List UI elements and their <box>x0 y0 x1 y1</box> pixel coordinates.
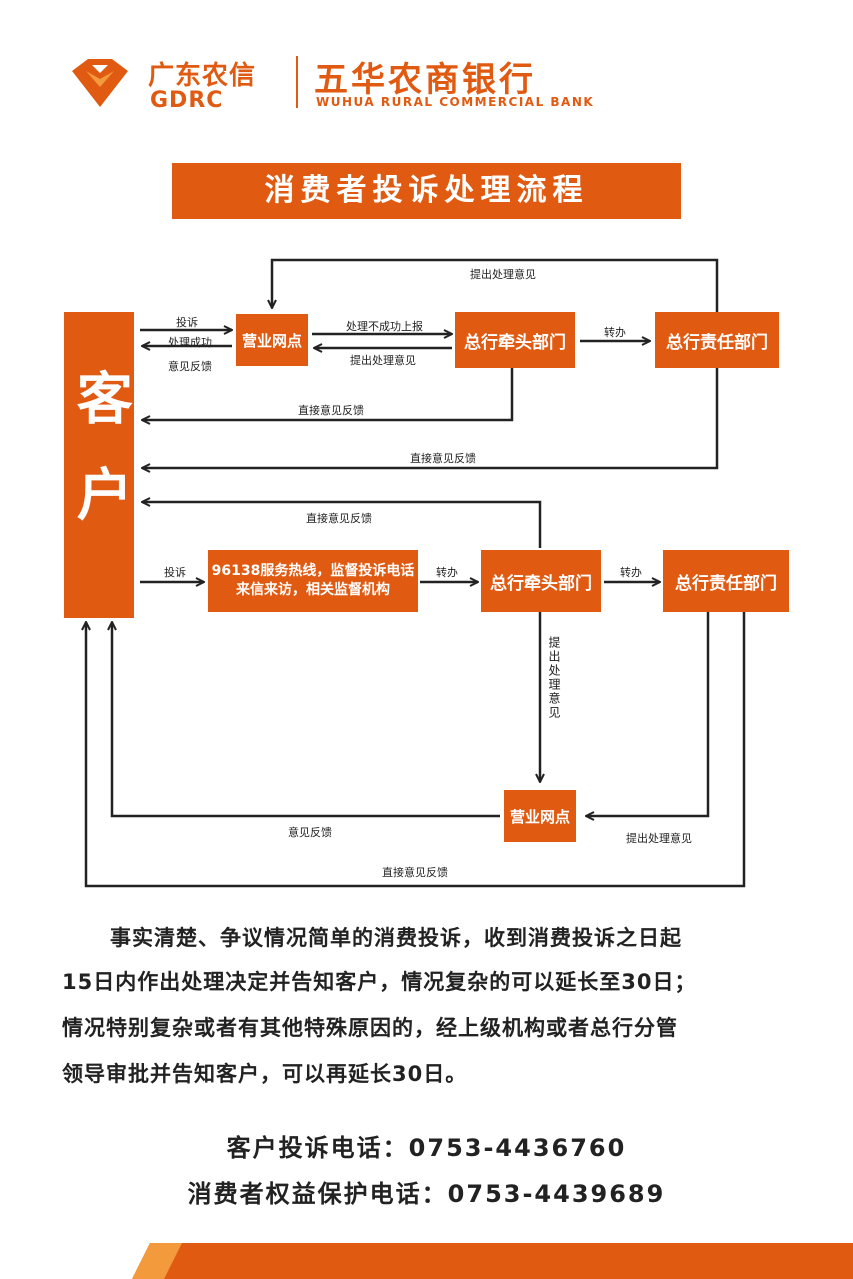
footer-band <box>132 1243 853 1279</box>
title-banner: 消费者投诉处理流程 <box>172 163 681 219</box>
upper-resp-dept-box: 总行责任部门 <box>655 312 779 368</box>
gdrc-logo-icon <box>72 59 128 107</box>
label-direct-feedback-resp: 直接意见反馈 <box>410 452 476 465</box>
complaint-phone: 客户投诉电话：0753-4436760 <box>226 1134 627 1162</box>
label-feedback-lower: 意见反馈 <box>288 826 332 839</box>
customer-label: 客户 <box>67 369 133 561</box>
bank-name-cn: 五华农商银行 <box>314 60 536 100</box>
policy-line-4: 领导审批并告知客户，可以再延长30日。 <box>62 1062 468 1086</box>
label-handled-ok: 处理成功 <box>168 336 212 349</box>
channels-line1: 96138服务热线，监督投诉电话 <box>211 563 415 580</box>
channels-box: 96138服务热线，监督投诉电话 来信来访，相关监督机构 <box>208 550 418 612</box>
label-escalate: 处理不成功上报 <box>346 320 423 333</box>
label-opinion-vertical: 提出处理意见 <box>547 636 561 720</box>
policy-line-2: 15日内作出处理决定并告知客户，情况复杂的可以延长至30日； <box>62 970 697 994</box>
channels-line2: 来信来访，相关监督机构 <box>236 582 390 598</box>
label-direct-feedback-lead: 直接意见反馈 <box>298 404 364 417</box>
lower-resp-dept-box: 总行责任部门 <box>663 550 789 612</box>
brand-name-cn: 广东农信 <box>148 61 257 91</box>
lower-lead-dept-box: 总行牵头部门 <box>481 550 601 612</box>
brand-name-en: GDRC <box>150 88 224 113</box>
label-opinion-top: 提出处理意见 <box>470 268 536 281</box>
header-divider <box>296 56 298 108</box>
label-opinion-down: 提出处理意见 <box>350 354 416 367</box>
policy-line-1: 事实清楚、争议情况简单的消费投诉，收到消费投诉之日起 <box>110 926 682 950</box>
label-opinion-right: 提出处理意见 <box>626 832 692 845</box>
bank-name-en: WUHUA RURAL COMMERCIAL BANK <box>316 95 595 109</box>
upper-branch-box: 营业网点 <box>236 314 308 366</box>
label-complaint-upper: 投诉 <box>176 316 198 329</box>
label-transfer-lower-2: 转办 <box>620 566 642 579</box>
label-feedback-upper: 意见反馈 <box>168 360 212 373</box>
label-complaint-lower: 投诉 <box>164 566 186 579</box>
upper-lead-dept-box: 总行牵头部门 <box>455 312 575 368</box>
page-title: 消费者投诉处理流程 <box>264 173 589 208</box>
label-direct-feedback-lower-bottom: 直接意见反馈 <box>382 866 448 879</box>
label-direct-feedback-lower-top: 直接意见反馈 <box>306 512 372 525</box>
label-transfer-lower-1: 转办 <box>436 566 458 579</box>
label-transfer-upper: 转办 <box>604 326 626 339</box>
rights-phone: 消费者权益保护电话：0753-4439689 <box>187 1180 666 1208</box>
customer-box: 客户 <box>64 312 134 618</box>
lower-branch-box: 营业网点 <box>504 790 576 842</box>
policy-line-3: 情况特别复杂或者有其他特殊原因的，经上级机构或者总行分管 <box>62 1016 678 1040</box>
